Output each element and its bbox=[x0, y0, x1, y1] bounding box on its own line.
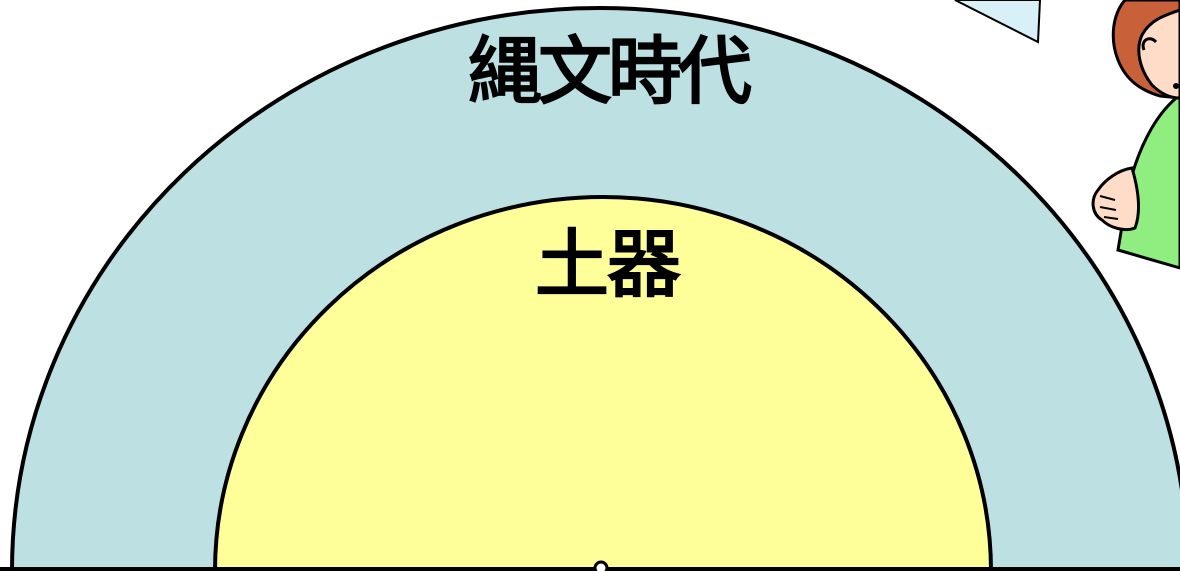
character-face bbox=[1137, 8, 1180, 100]
outer-era-label: 縄文時代 bbox=[468, 29, 752, 115]
character-eye bbox=[1173, 83, 1179, 89]
speech-bubble-tail bbox=[954, 0, 1042, 44]
inner-item-label: 土器 bbox=[535, 222, 682, 308]
character-hand bbox=[1091, 166, 1140, 232]
center-point-marker bbox=[593, 560, 609, 571]
character-illustration bbox=[1091, 0, 1180, 270]
inner-semicircle bbox=[212, 195, 994, 571]
character-ear-detail bbox=[1141, 37, 1158, 51]
character-finger-lines bbox=[1099, 195, 1119, 220]
